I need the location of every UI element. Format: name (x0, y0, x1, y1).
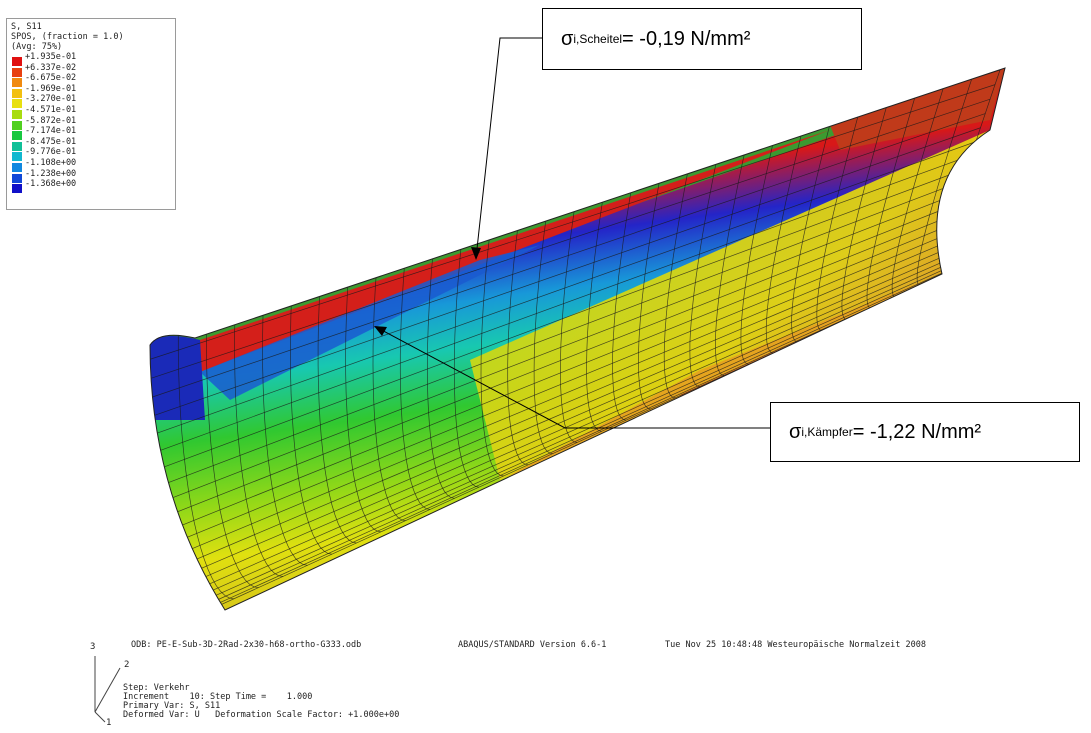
legend-value: -9.776e-01 (25, 147, 77, 158)
mesh-line-circumferential (507, 222, 529, 466)
legend-swatch (12, 173, 22, 183)
legend-swatch (12, 110, 22, 119)
legend-swatch (12, 88, 22, 98)
mesh-line-circumferential (715, 150, 746, 376)
mesh-line-circumferential (480, 231, 504, 477)
legend-value: +6.337e-02 (25, 62, 77, 73)
mesh-line-circumferential (290, 294, 332, 555)
mesh-line-circumferential (816, 114, 859, 332)
step-name: Step: Verkehr (123, 683, 190, 693)
callout-kaempfer-value: = -1,22 N/mm² (852, 420, 982, 443)
legend-value: -6.675e-02 (25, 73, 77, 84)
mesh-line-circumferential (317, 285, 357, 544)
legend-value: -1.969e-01 (25, 83, 77, 94)
contour-legend: S, S11 SPOS, (fraction = 1.0) (Avg: 75%)… (6, 18, 176, 210)
legend-swatch (12, 152, 22, 162)
legend-swatch (12, 67, 22, 77)
legend-position: SPOS, (fraction = 1.0) (11, 32, 124, 42)
callout-scheitel-sigma: σ (561, 27, 574, 50)
solver-version: ABAQUS/STANDARD Version 6.6-1 (458, 640, 607, 650)
shell-surface (150, 68, 1005, 610)
legend-swatch (12, 99, 22, 109)
coordinate-triad (94, 656, 121, 723)
mesh-line-circumferential (372, 267, 406, 522)
mesh-line-circumferential (841, 105, 888, 321)
mesh-line-circumferential (891, 87, 944, 298)
kaempfer-leader (374, 326, 770, 429)
mesh-line-circumferential (560, 204, 578, 443)
deformed-variable: Deformed Var: U Deformation Scale Factor… (123, 710, 400, 720)
legend-value: -1.108e+00 (25, 158, 77, 168)
increment-info: Increment 10: Step Time = 1.000 (123, 692, 313, 702)
legend-swatch (12, 141, 22, 151)
legend-value: -8.475e-01 (25, 136, 77, 147)
legend-value: -1.368e+00 (25, 179, 77, 190)
mesh-line-circumferential (638, 177, 661, 410)
mesh-line-circumferential (262, 303, 308, 566)
mesh-line-circumferential (612, 186, 633, 421)
legend-averaging: (Avg: 75%) (11, 42, 63, 52)
mesh-line-circumferential (427, 249, 455, 499)
odb-name: ODB: PE-E-Sub-3D-2Rad-2x30-h68-ortho-G33… (131, 640, 362, 650)
mesh-line-circumferential (177, 331, 234, 600)
mesh-line-circumferential (234, 312, 283, 577)
legend-value: -7.174e-01 (25, 126, 77, 137)
mesh-line-circumferential (533, 213, 553, 455)
mesh-line-circumferential (453, 240, 480, 488)
callout-scheitel-value: = -0,19 N/mm² (622, 27, 751, 50)
legend-swatch (12, 78, 22, 88)
legend-value: -3.270e-01 (25, 94, 77, 105)
triad-axis-1: 1 (106, 718, 112, 728)
callout-kaempfer-subscript: i,Kämpfer (801, 425, 853, 439)
mesh-line-circumferential (740, 141, 774, 365)
legend-variable: S, S11 (11, 22, 42, 32)
primary-variable: Primary Var: S, S11 (123, 701, 221, 711)
callout-scheitel-subscript: i,Scheitel (573, 32, 623, 46)
mesh-line-circumferential (663, 168, 689, 399)
mesh-line-circumferential (206, 321, 259, 589)
legend-swatch (12, 57, 22, 66)
mesh-line-circumferential (916, 78, 973, 287)
legend-swatch (12, 131, 22, 141)
legend-value: -5.872e-01 (25, 115, 77, 126)
mesh-line-circumferential (345, 276, 381, 533)
mesh-line-circumferential (399, 258, 431, 510)
scheitel-leader (471, 37, 542, 260)
mesh-line-circumferential (586, 195, 604, 432)
legend-swatch (12, 163, 22, 172)
triad-axis-3: 3 (90, 642, 96, 652)
legend-swatch (12, 120, 22, 130)
legend-value: -4.571e-01 (25, 105, 77, 115)
mesh-line-circumferential (791, 123, 831, 343)
legend-swatch (12, 184, 22, 194)
legend-value: +1.935e-01 (25, 52, 77, 62)
mesh-line-circumferential (765, 132, 803, 354)
callout-kaempfer-sigma: σ (789, 420, 802, 443)
mesh-line-circumferential (866, 96, 916, 309)
timestamp: Tue Nov 25 10:48:48 Westeuropäische Norm… (665, 640, 926, 650)
triad-axis-2: 2 (124, 660, 130, 670)
legend-value: -1.238e+00 (25, 168, 77, 179)
mesh-line-circumferential (689, 159, 718, 388)
